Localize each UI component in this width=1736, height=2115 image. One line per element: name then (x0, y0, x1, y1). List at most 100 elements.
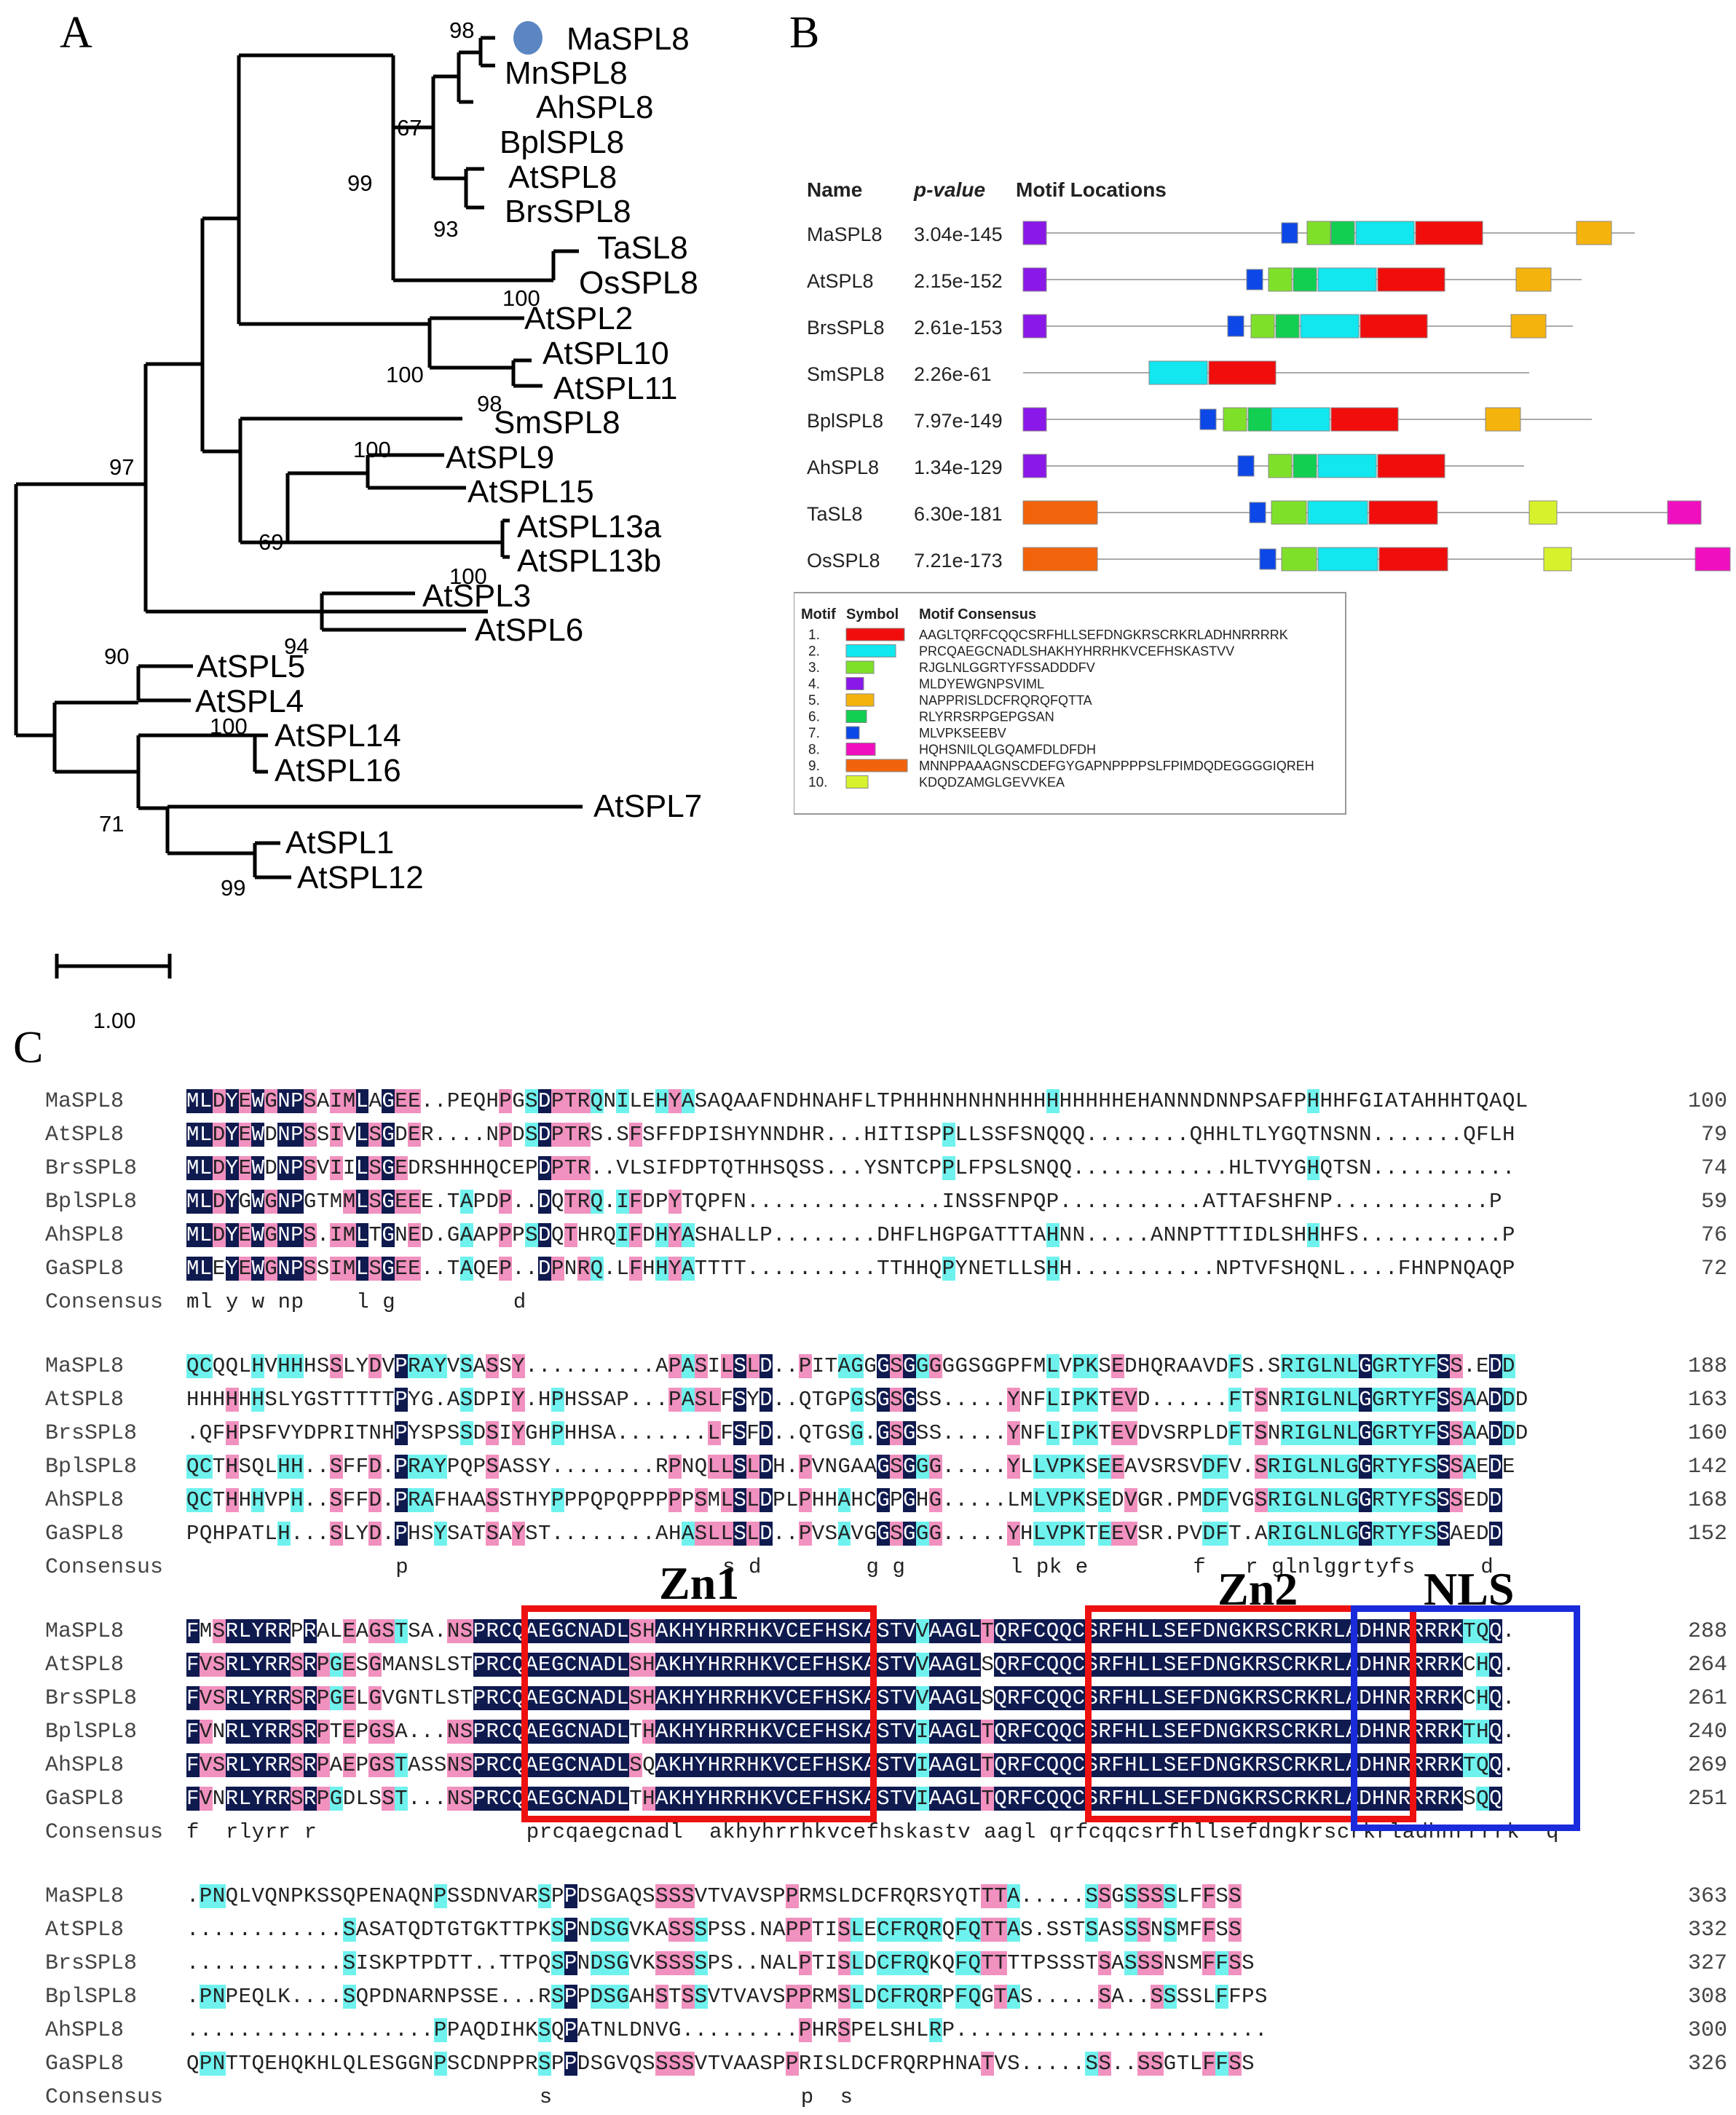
sequence-residues: .PNPEQLK....SQPDNARNPSSE...RSPPDSGAHSTSS… (186, 1985, 1268, 2009)
motif-block-3 (1250, 314, 1275, 339)
sequence-name: MaSPL8 (45, 1354, 125, 1379)
motif-block-8 (1667, 500, 1702, 525)
alignment-row: BrsSPL8............SISKPTPDTT..TTPQSPNDS… (0, 1947, 1736, 1980)
sequence-end-position: 300 (1687, 2018, 1727, 2043)
bootstrap-value: 69 (259, 529, 283, 555)
motif-block-6 (1330, 221, 1355, 245)
panel-a-letter: A (60, 8, 92, 58)
motif-block-4 (1022, 314, 1047, 339)
bootstrap-value: 100 (502, 285, 540, 311)
motif-row-pvalue: 2.26e-61 (914, 363, 992, 385)
motif-block-2 (1307, 500, 1368, 525)
sequence-name: BplSPL8 (45, 1720, 138, 1744)
legend-swatch-1 (845, 628, 905, 641)
sequence-residues: MLDYEWDNPSSIVLSGDER....NPDSDPTRS.SFSFFDP… (186, 1123, 1515, 1147)
legend-consensus: HQHSNILQLGQAMFDLDFDH (919, 743, 1096, 757)
motif-table-header: Name p-value Motif Locations (807, 178, 1167, 201)
legend-swatch-9 (845, 759, 908, 772)
leaf-label: AtSPL14 (275, 718, 401, 754)
legend-number: 5. (808, 693, 820, 708)
legend-number: 10. (808, 775, 827, 791)
sequence-end-position: 79 (1700, 1123, 1727, 1147)
sequence-end-position: 72 (1700, 1257, 1727, 1281)
leaf-label: AtSPL5 (197, 649, 305, 684)
motif-row-name: SmSPL8 (807, 363, 885, 385)
motif-block-7 (1199, 408, 1217, 430)
motif-block-9 (1022, 500, 1098, 525)
leaf-label: AtSPL13b (517, 543, 661, 579)
motif-row-pvalue: 1.34e-129 (914, 456, 1003, 478)
sequence-name: AtSPL8 (45, 1123, 125, 1147)
legend-swatch-3 (845, 660, 875, 674)
motif-block-1 (1377, 454, 1445, 478)
leaf-label: AtSPL15 (467, 474, 594, 510)
leaf-label: SmSPL8 (494, 405, 620, 440)
motif-block-6 (1275, 314, 1300, 339)
motif-block-4 (1022, 454, 1047, 478)
bootstrap-value: 100 (353, 437, 391, 462)
leaf-label: AhSPL8 (536, 90, 653, 125)
legend-number: 7. (808, 726, 820, 741)
sequence-end-position: 240 (1687, 1720, 1727, 1744)
sequence-name: GaSPL8 (45, 1522, 125, 1546)
motif-row-pvalue: 3.04e-145 (914, 224, 1003, 245)
leaf-label: AtSPL3 (422, 578, 531, 614)
legend-swatch-2 (845, 644, 896, 657)
alignment-row: AtSPL8 MLDYEWDNPSSIVLSGDER....NPDSDPTRS.S… (0, 1118, 1736, 1152)
motif-block-7 (1246, 269, 1263, 290)
leaf-label: AtSPL9 (446, 440, 554, 475)
motif-block-3 (1223, 407, 1247, 432)
legend-header-consensus: Motif Consensus (919, 606, 1036, 622)
sequence-residues: PQHPATLH...SLYD.PHSYSATSAYST........AHAS… (186, 1522, 1503, 1546)
sequence-residues: MLDYEWDNPSVIILSGEDRSHHHQCEPDPTR..VLSIFDP… (186, 1156, 1515, 1180)
sequence-name: AhSPL8 (45, 1223, 125, 1248)
leaf-label: AtSPL1 (285, 825, 394, 861)
leaf-label: OsSPL8 (579, 265, 698, 301)
zn1-label: Zn1 (659, 1557, 740, 1609)
sequence-name: BplSPL8 (45, 1985, 138, 2009)
motif-block-1 (1360, 314, 1428, 339)
leaf-label: AtSPL7 (593, 788, 702, 824)
sequence-name: BrsSPL8 (45, 1686, 138, 1711)
motif-block-2 (1355, 221, 1415, 245)
leaf-label: AtSPL8 (508, 159, 617, 195)
sequence-name: GaSPL8 (45, 1257, 125, 1281)
legend-consensus: AAGLTQRFCQQCSRFHLLSEFDNGKRSCRKRLADHNRRRR… (919, 628, 1288, 642)
sequence-residues: ml y w np l g d (186, 1290, 1507, 1314)
sequence-name: AhSPL8 (45, 1488, 125, 1513)
zn2-box (1085, 1605, 1416, 1822)
sequence-residues: ............SISKPTPDTT..TTPQSPNDSGVKSSSS… (186, 1951, 1255, 1975)
motif-block-4 (1022, 407, 1047, 432)
motif-block-6 (1247, 407, 1272, 432)
bootstrap-value: 93 (433, 216, 458, 242)
sequence-residues: MLDYGWGNPGTMMLSGEEE.TAPDP..DQTRQ.IFDPYTQ… (186, 1190, 1503, 1214)
sequence-end-position: 142 (1687, 1455, 1727, 1479)
sequence-residues: p s d g g l pk e f r glnlggrtyfs d (186, 1555, 1494, 1579)
sequence-end-position: 264 (1687, 1653, 1727, 1677)
motif-block-7 (1259, 548, 1277, 570)
sequence-end-position: 288 (1687, 1619, 1727, 1644)
alignment-row: BplSPL8 .PNPEQLK....SQPDNARNPSSE...RSPPDS… (0, 1980, 1736, 2014)
legend-consensus: RLYRRSRPGEPGSAN (919, 710, 1054, 724)
sequence-residues: QPNTTQEHQKHLQLESGGNPSCDNPPRSPPDSGVQSSSSV… (186, 2052, 1255, 2076)
bootstrap-value: 98 (477, 391, 502, 416)
motif-row-name: MaSPL8 (807, 224, 883, 245)
sequence-end-position: 188 (1687, 1354, 1727, 1379)
motif-block-6 (1293, 267, 1317, 292)
sequence-end-position: 261 (1687, 1686, 1727, 1711)
motif-block-3 (1268, 454, 1293, 478)
motif-block-1 (1330, 407, 1399, 432)
alignment-row: MaSPL8.PNQLVQNPKSSQPENAQNPSSDNVARSPPDSGA… (0, 1880, 1736, 1913)
sequence-end-position: 363 (1687, 1884, 1727, 1909)
tree-leaf-labels: MaSPL8 MnSPL8 AhSPL8 BplSPL8 AtSPL8 BrsS… (195, 21, 702, 896)
